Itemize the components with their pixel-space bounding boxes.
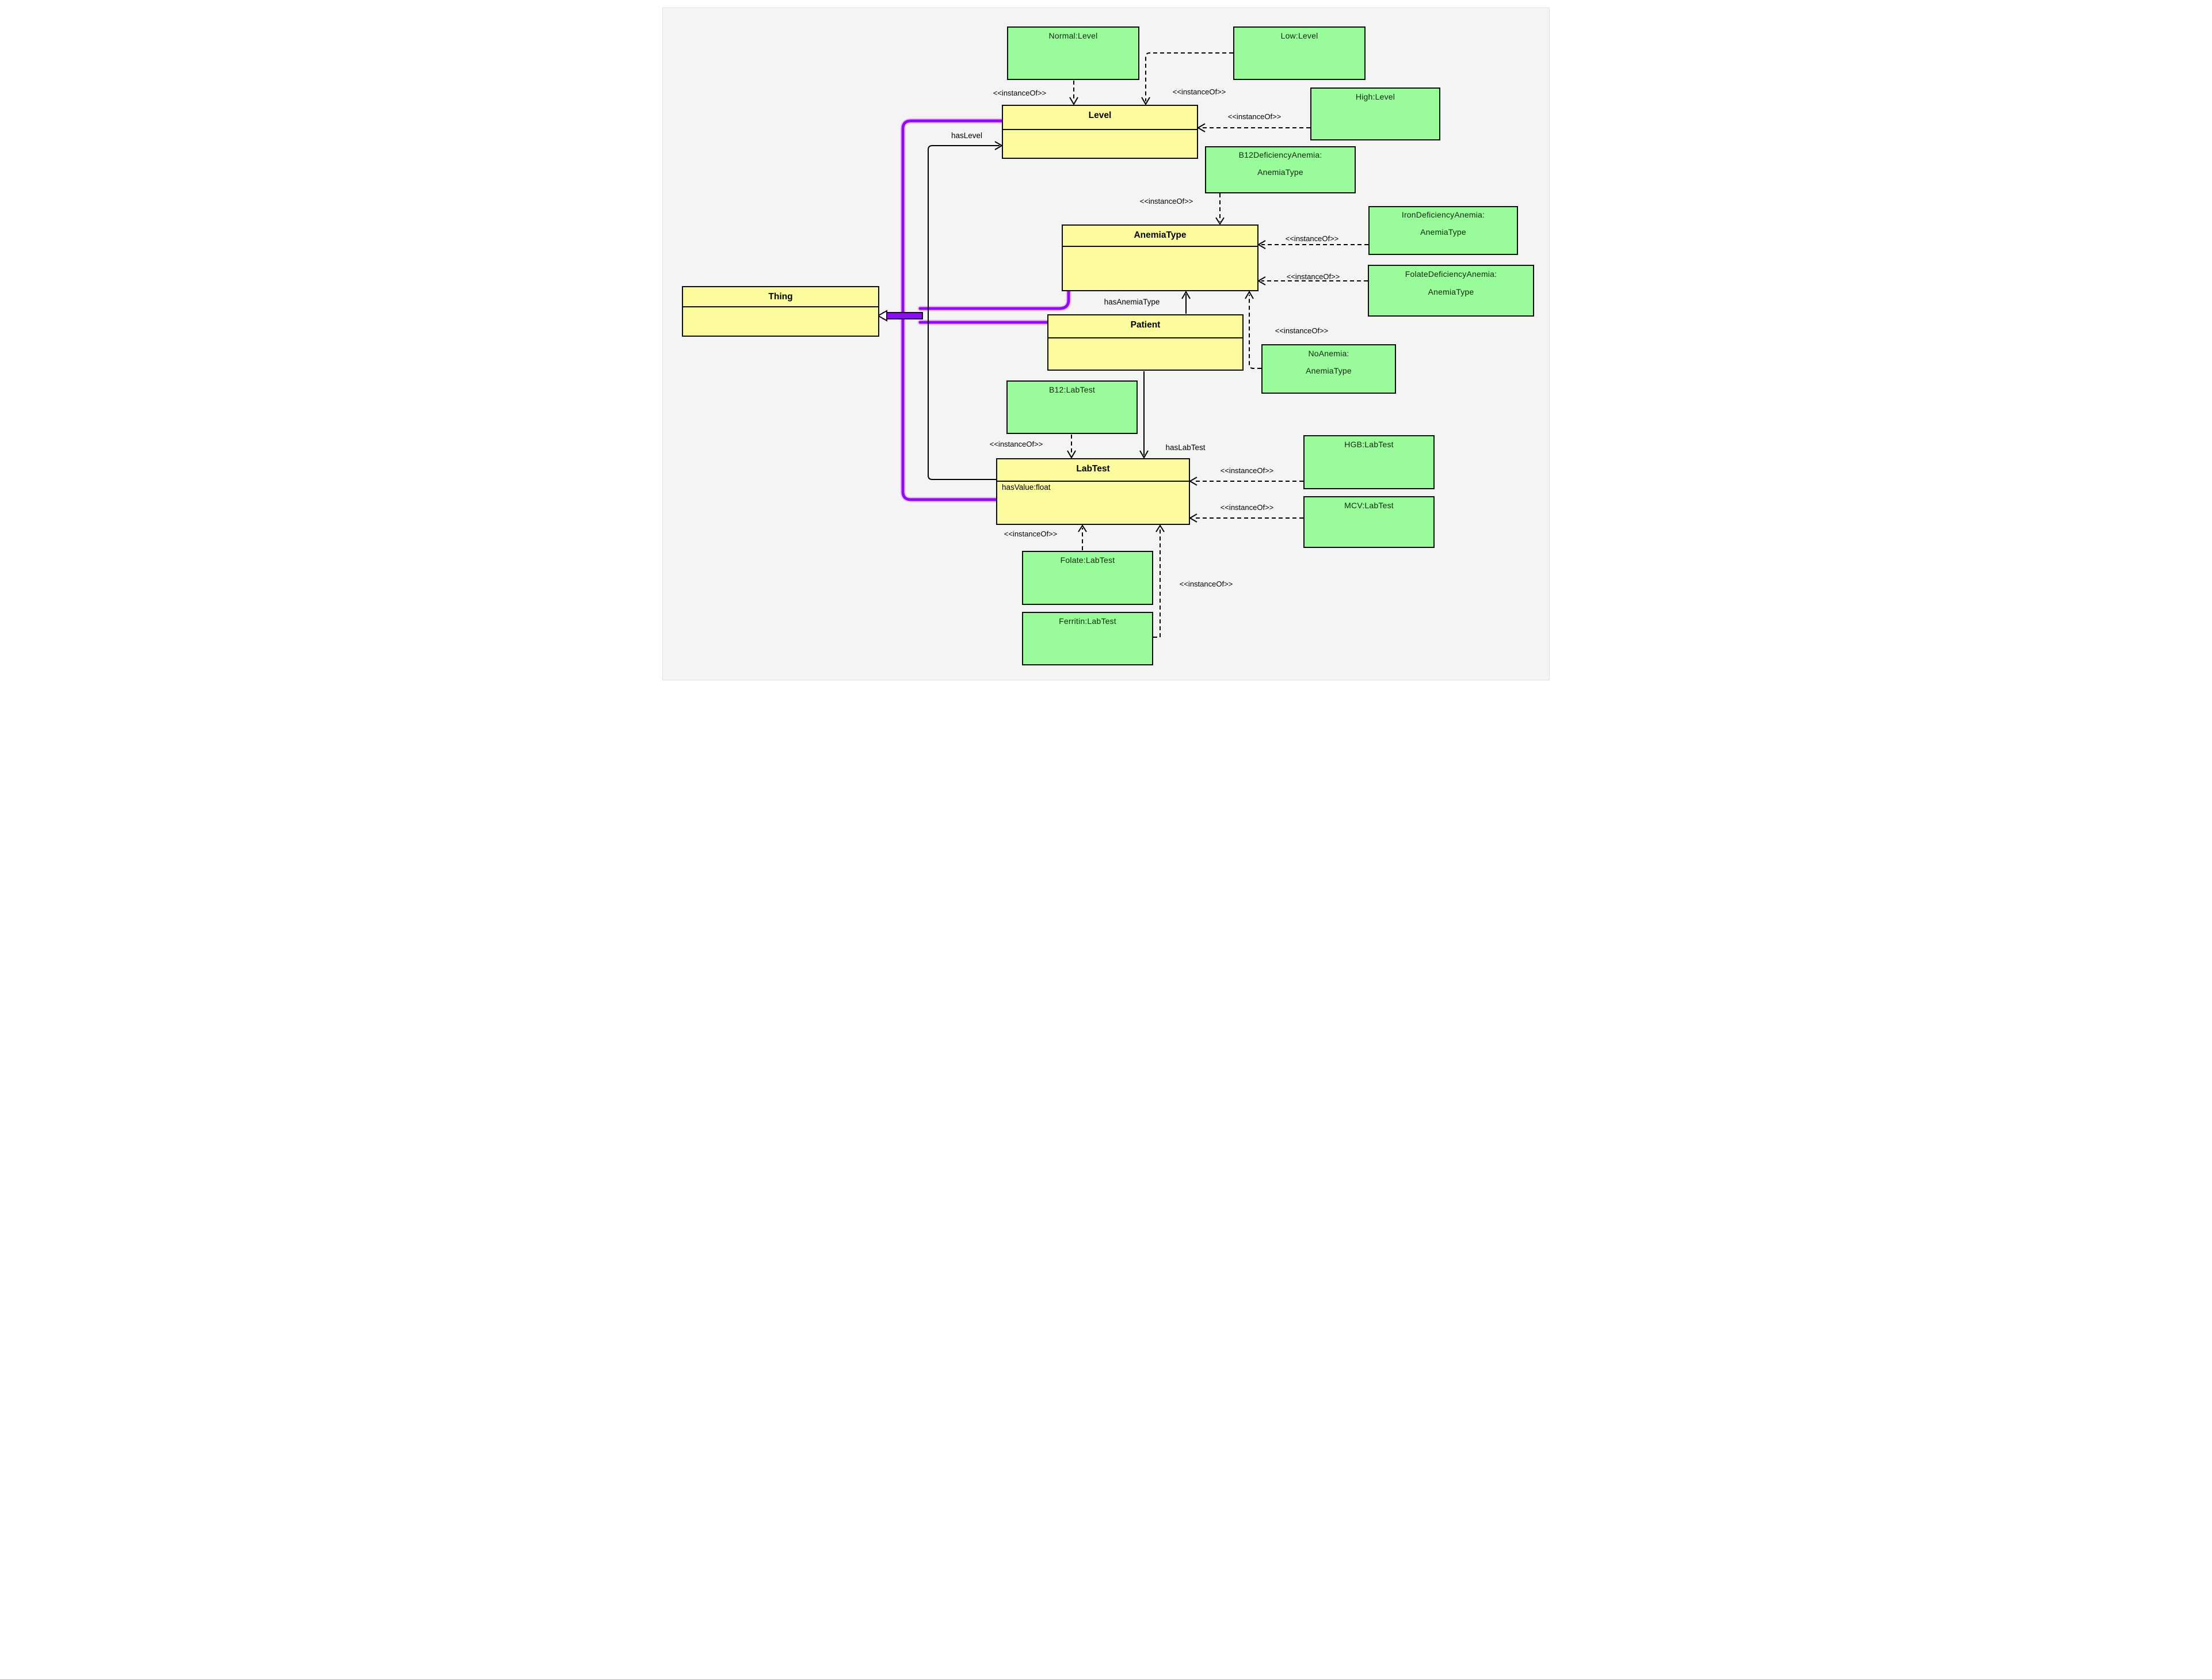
instance-label: Normal:Level xyxy=(1048,31,1098,40)
instanceof-label-normal: <<instanceOf>> xyxy=(993,89,1047,97)
instance-label: FolateDeficiencyAnemia: xyxy=(1405,269,1497,279)
instance-label: High:Level xyxy=(1355,92,1395,101)
compartment-divider xyxy=(682,306,879,307)
instance-mcv-labtest[interactable]: MCV:LabTest xyxy=(1303,496,1435,548)
class-attribute: hasValue:float xyxy=(1002,483,1051,492)
class-anemiatype[interactable]: AnemiaType xyxy=(1062,224,1258,291)
instance-irondeficiencyanemia[interactable]: IronDeficiencyAnemia: AnemiaType xyxy=(1368,206,1518,255)
instance-normal-level[interactable]: Normal:Level xyxy=(1007,26,1139,80)
instance-label: Ferritin:LabTest xyxy=(1059,616,1116,626)
arrowhead-haslabtest-icon xyxy=(1139,450,1149,459)
instanceof-label-ferritin: <<instanceOf>> xyxy=(1179,580,1233,588)
property-label-hasanemiatype: hasAnemiaType xyxy=(1104,298,1160,306)
edge-folatedeficiency-anemiatype xyxy=(1257,276,1368,285)
edge-low-level xyxy=(1141,52,1233,105)
compartment-divider xyxy=(1002,129,1197,130)
generalization-arrowhead-icon xyxy=(876,310,887,322)
instance-label: B12:LabTest xyxy=(1048,385,1096,394)
edge-haslabtest xyxy=(1139,371,1149,459)
edge-irondeficiency-anemiatype xyxy=(1257,240,1368,249)
instanceof-label-b12deficiency: <<instanceOf>> xyxy=(1139,197,1193,205)
edge-normal-level xyxy=(1069,81,1078,105)
instance-label: AnemiaType xyxy=(1306,366,1352,375)
class-title: LabTest xyxy=(1076,464,1110,474)
instance-low-level[interactable]: Low:Level xyxy=(1233,26,1366,80)
instanceof-label-hgb: <<instanceOf>> xyxy=(1220,466,1274,475)
class-thing[interactable]: Thing xyxy=(682,286,879,337)
property-label-haslabtest: hasLabTest xyxy=(1165,443,1206,452)
instanceof-edges[interactable] xyxy=(1067,52,1368,638)
instance-folate-labtest[interactable]: Folate:LabTest xyxy=(1022,551,1153,605)
subclass-edges[interactable] xyxy=(876,118,1071,502)
instanceof-label-b12: <<instanceOf>> xyxy=(989,440,1043,448)
instanceof-label-irondeficiency: <<instanceOf>> xyxy=(1285,234,1339,243)
edge-folate-labtest xyxy=(1078,524,1087,550)
edge-b12deficiency-anemiatype xyxy=(1215,193,1225,225)
edge-hasanemiatype xyxy=(1181,291,1191,314)
class-title: Level xyxy=(1088,111,1112,120)
edge-high-level xyxy=(1197,123,1310,132)
instance-label: B12DeficiencyAnemia: xyxy=(1238,150,1322,159)
instanceof-label-noanemia: <<instanceOf>> xyxy=(1275,326,1329,335)
arrowhead-hasanemiatype-icon xyxy=(1181,291,1191,299)
edge-b12-labtest xyxy=(1067,435,1076,459)
instanceof-label-folatedeficiency: <<instanceOf>> xyxy=(1286,272,1340,281)
instanceof-label-folate: <<instanceOf>> xyxy=(1004,530,1058,538)
edge-hgb-labtest xyxy=(1189,477,1303,486)
instance-label: MCV:LabTest xyxy=(1344,501,1394,510)
instance-ferritin-labtest[interactable]: Ferritin:LabTest xyxy=(1022,612,1153,665)
edge-ferritin-labtest xyxy=(1153,524,1165,638)
compartment-divider xyxy=(997,481,1189,482)
instanceof-label-low: <<instanceOf>> xyxy=(1172,87,1226,96)
instance-label: HGB:LabTest xyxy=(1344,440,1394,449)
property-label-haslevel: hasLevel xyxy=(951,131,983,140)
class-title: Thing xyxy=(768,292,793,302)
subclass-trunk-level-labtest xyxy=(901,119,1004,501)
instance-noanemia[interactable]: NoAnemia: AnemiaType xyxy=(1261,344,1396,394)
instanceof-label-high: <<instanceOf>> xyxy=(1227,112,1282,121)
class-patient[interactable]: Patient xyxy=(1047,314,1244,371)
diagram-canvas: Thing Level AnemiaType Patient LabTest h… xyxy=(662,7,1550,680)
instance-folatedeficiencyanemia[interactable]: FolateDeficiencyAnemia: AnemiaType xyxy=(1368,265,1534,317)
subclass-branch-anemiatype xyxy=(918,290,1070,310)
instance-high-level[interactable]: High:Level xyxy=(1310,87,1440,140)
instance-hgb-labtest[interactable]: HGB:LabTest xyxy=(1303,435,1435,489)
edge-noanemia-anemiatype xyxy=(1245,291,1261,369)
instance-b12-labtest[interactable]: B12:LabTest xyxy=(1006,380,1138,434)
instance-label: NoAnemia: xyxy=(1308,349,1349,358)
connector-layer xyxy=(876,52,1368,638)
instance-label: AnemiaType xyxy=(1428,287,1474,296)
class-title: Patient xyxy=(1130,320,1161,330)
instance-b12deficiencyanemia[interactable]: B12DeficiencyAnemia: AnemiaType xyxy=(1205,146,1356,193)
instance-label: Low:Level xyxy=(1280,31,1318,40)
edge-mcv-labtest xyxy=(1189,513,1303,523)
compartment-divider xyxy=(1062,246,1258,247)
instanceof-label-mcv: <<instanceOf>> xyxy=(1220,503,1274,512)
instance-label: AnemiaType xyxy=(1257,167,1303,177)
class-labtest[interactable]: LabTest hasValue:float xyxy=(996,458,1190,525)
compartment-divider xyxy=(1048,337,1243,338)
instance-label: Folate:LabTest xyxy=(1060,555,1115,565)
instance-label: IronDeficiencyAnemia: xyxy=(1401,210,1485,219)
subclass-shaft-to-thing xyxy=(883,312,923,319)
class-level[interactable]: Level xyxy=(1002,105,1198,159)
class-title: AnemiaType xyxy=(1134,230,1187,240)
instance-label: AnemiaType xyxy=(1420,227,1466,237)
